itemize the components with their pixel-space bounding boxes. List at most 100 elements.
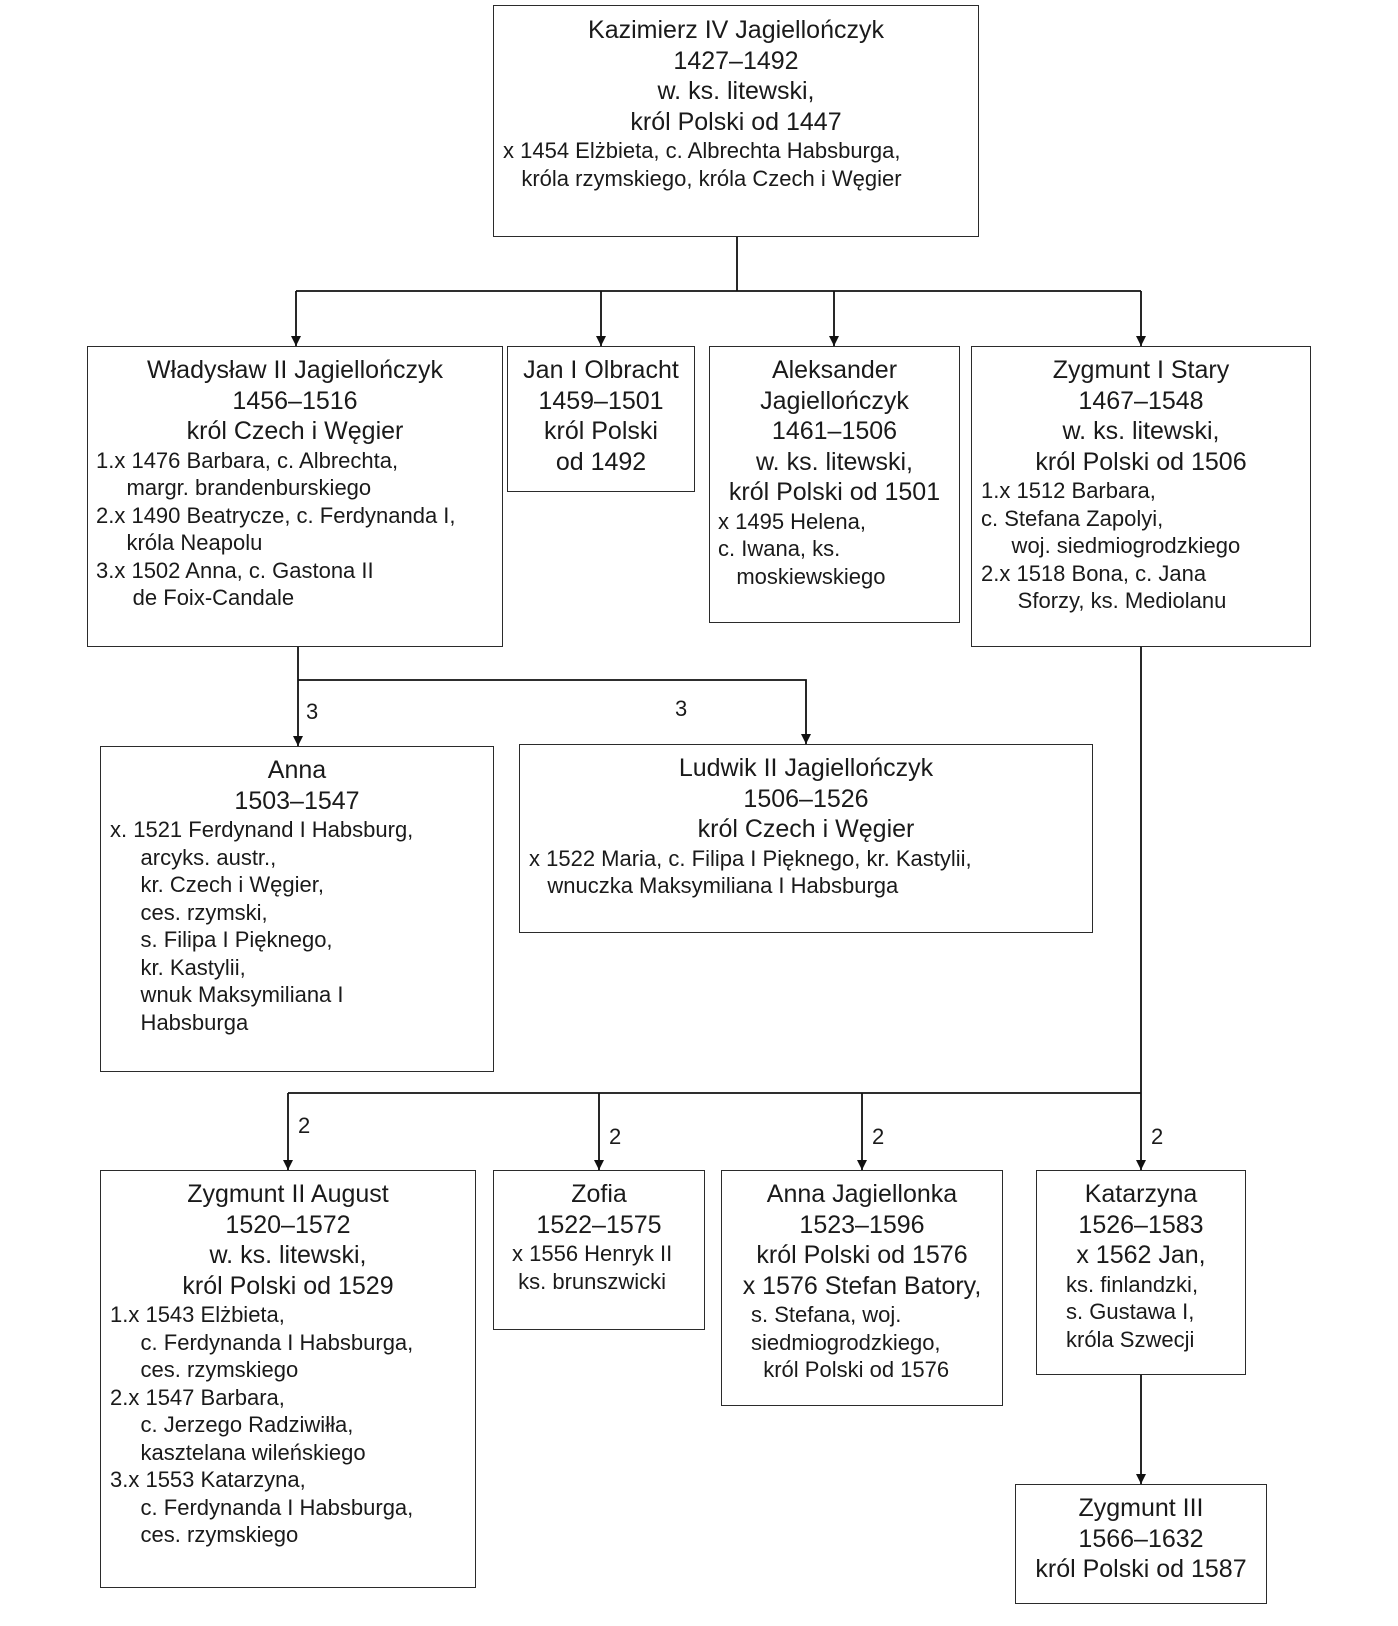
lifespan: 1467–1548 — [1078, 386, 1204, 415]
marriage-text: x 1576 Stefan Batory, — [742, 1271, 982, 1300]
marriage-text: x. 1521 Ferdynand I Habsburg, — [110, 817, 414, 842]
marriage-text: 1.x 1512 Barbara, — [981, 478, 1156, 503]
marriage-text: króla rzymskiego, króla Czech i Węgier — [503, 165, 902, 191]
marriage-text: de Foix-Candale — [96, 585, 295, 610]
lifespan: 1526–1583 — [1078, 1210, 1204, 1239]
name: Ludwik II Jagiellończyk — [678, 754, 934, 782]
marriage-text: 1.x 1476 Barbara, c. Albrechta, — [96, 447, 399, 473]
marriage-text: króla Neapolu — [96, 530, 263, 555]
marriage-text: ces. rzymskiego — [110, 1522, 299, 1547]
marriage-text: 3.x 1502 Anna, c. Gastona II — [96, 557, 374, 583]
marriage-text: ks. brunszwicki — [512, 1268, 667, 1294]
marriage-text: c. Iwana, ks. — [718, 536, 841, 561]
marriage-label-katarzyna: 2 — [1151, 1124, 1164, 1149]
marriage-text: s. Stefana, woj. — [751, 1302, 902, 1327]
name: Anna Jagiellonka — [766, 1180, 958, 1208]
lifespan: 1506–1526 — [743, 784, 869, 813]
arrow-to-ludwik — [298, 679, 811, 744]
person-box-aleksander: Aleksander Jagiellończyk 1461–1506 w. ks… — [709, 346, 960, 623]
marriage-text: wnuczka Maksymiliana I Habsburga — [529, 873, 899, 898]
marriage-text: c. Stefana Zapolyi, — [981, 505, 1164, 531]
title: król Czech i Węgier — [186, 417, 404, 445]
marriage-text: siedmiogrodzkiego, — [751, 1329, 941, 1355]
lifespan: 1456–1516 — [232, 386, 358, 415]
title: król Polski — [544, 417, 658, 445]
lifespan: 1459–1501 — [538, 386, 664, 415]
marriage-text: król Polski od 1576 — [751, 1357, 950, 1382]
name: Władysław II Jagiellończyk — [147, 356, 443, 384]
lifespan: 1523–1596 — [799, 1210, 925, 1239]
name: Jan I Olbracht — [523, 356, 679, 384]
name: Anna — [267, 756, 327, 784]
name: Zygmunt III — [1078, 1494, 1204, 1522]
title: król Polski od 1506 — [1035, 447, 1247, 476]
title: w. ks. litewski, — [657, 77, 815, 105]
person-box-jan: Jan I Olbracht 1459–1501 król Polski od … — [507, 346, 695, 492]
marriage-text: x 1562 Jan, — [1076, 1241, 1206, 1269]
title: król Polski od 1501 — [728, 478, 941, 506]
name: Aleksander — [771, 356, 898, 384]
name: Jagiellończyk — [760, 386, 909, 415]
name: Zygmunt I Stary — [1052, 356, 1230, 384]
person-box-ludwik: Ludwik II Jagiellończyk 1506–1526 król C… — [519, 744, 1093, 933]
title: król Polski od 1587 — [1035, 1555, 1247, 1583]
marriage-text: 3.x 1553 Katarzyna, — [110, 1467, 306, 1492]
marriage-text: 1.x 1543 Elżbieta, — [110, 1302, 285, 1327]
title: w. ks. litewski, — [756, 447, 913, 476]
marriage-text: kr. Kastylii, — [110, 954, 246, 980]
name: Zofia — [571, 1180, 627, 1208]
marriage-label-zofia: 2 — [609, 1124, 622, 1149]
marriage-text: c. Ferdynanda I Habsburga, — [110, 1494, 414, 1520]
person-box-annaj: Anna Jagiellonka 1523–1596 król Polski o… — [721, 1170, 1003, 1406]
marriage-text: Sforzy, ks. Mediolanu — [981, 588, 1227, 613]
marriage-text: króla Szwecji — [1066, 1326, 1195, 1352]
title: od 1492 — [555, 447, 647, 476]
lifespan: 1503–1547 — [234, 786, 360, 815]
person-box-wladyslaw: Władysław II Jagiellończyk 1456–1516 kró… — [87, 346, 503, 647]
person-box-zofia: Zofia 1522–1575 x 1556 Henryk II ks. bru… — [493, 1170, 705, 1330]
marriage-text: c. Jerzego Radziwiłła, — [110, 1412, 354, 1437]
marriage-text: s. Gustawa I, — [1066, 1299, 1195, 1324]
marriage-text: wnuk Maksymiliana I — [110, 982, 344, 1007]
title: w. ks. litewski, — [1062, 417, 1220, 445]
name: Katarzyna — [1084, 1180, 1198, 1208]
marriage-text: ks. finlandzki, — [1066, 1271, 1199, 1297]
person-box-anna: Anna 1503–1547 x. 1521 Ferdynand I Habsb… — [100, 746, 494, 1072]
marriage-text: ces. rzymski, — [110, 899, 268, 925]
title: w. ks. litewski, — [209, 1241, 367, 1269]
lifespan: 1461–1506 — [771, 417, 898, 445]
marriage-text: x 1556 Henryk II — [512, 1241, 673, 1266]
lifespan: 1520–1572 — [225, 1210, 351, 1239]
marriage-text: 2.x 1547 Barbara, — [110, 1384, 285, 1410]
person-box-zygmunt1: Zygmunt I Stary 1467–1548 w. ks. litewsk… — [971, 346, 1311, 647]
lifespan: 1427–1492 — [673, 46, 799, 75]
marriage-text: Habsburga — [110, 1009, 249, 1035]
marriage-text: kasztelana wileńskiego — [110, 1439, 366, 1465]
marriage-text: 2.x 1490 Beatrycze, c. Ferdynanda I, — [96, 502, 456, 528]
marriage-text: ces. rzymskiego — [110, 1357, 299, 1382]
marriage-text: s. Filipa I Pięknego, — [110, 927, 333, 952]
title: król Polski od 1529 — [182, 1271, 394, 1300]
marriage-text: c. Ferdynanda I Habsburga, — [110, 1329, 414, 1355]
marriage-label-annaj: 2 — [872, 1124, 885, 1149]
person-box-kazimierz: Kazimierz IV Jagiellończyk 1427–1492 w. … — [493, 5, 979, 237]
lifespan: 1566–1632 — [1078, 1524, 1204, 1553]
marriage-text: arcyks. austr., — [110, 844, 277, 870]
marriage-text: x 1454 Elżbieta, c. Albrechta Habsburga, — [503, 138, 901, 163]
marriage-text: moskiewskiego — [718, 563, 886, 589]
marriage-label-anna: 3 — [306, 699, 319, 724]
title: król Polski od 1576 — [756, 1241, 968, 1269]
marriage-label-zygmunt2: 2 — [298, 1113, 311, 1138]
marriage-text: 2.x 1518 Bona, c. Jana — [981, 560, 1207, 586]
person-box-katarzyna: Katarzyna 1526–1583 x 1562 Jan, ks. finl… — [1036, 1170, 1246, 1375]
title: król Czech i Węgier — [697, 815, 915, 843]
marriage-text: kr. Czech i Węgier, — [110, 872, 324, 897]
marriage-text: woj. siedmiogrodzkiego — [981, 533, 1241, 558]
marriage-text: x 1495 Helena, — [718, 508, 866, 534]
person-box-zygmunt3: Zygmunt III 1566–1632 król Polski od 158… — [1015, 1484, 1267, 1604]
title: król Polski od 1447 — [630, 107, 842, 136]
marriage-text: x 1522 Maria, c. Filipa I Pięknego, kr. … — [529, 845, 972, 871]
marriage-text: margr. brandenburskiego — [96, 475, 372, 500]
name: Kazimierz IV Jagiellończyk — [588, 16, 884, 44]
